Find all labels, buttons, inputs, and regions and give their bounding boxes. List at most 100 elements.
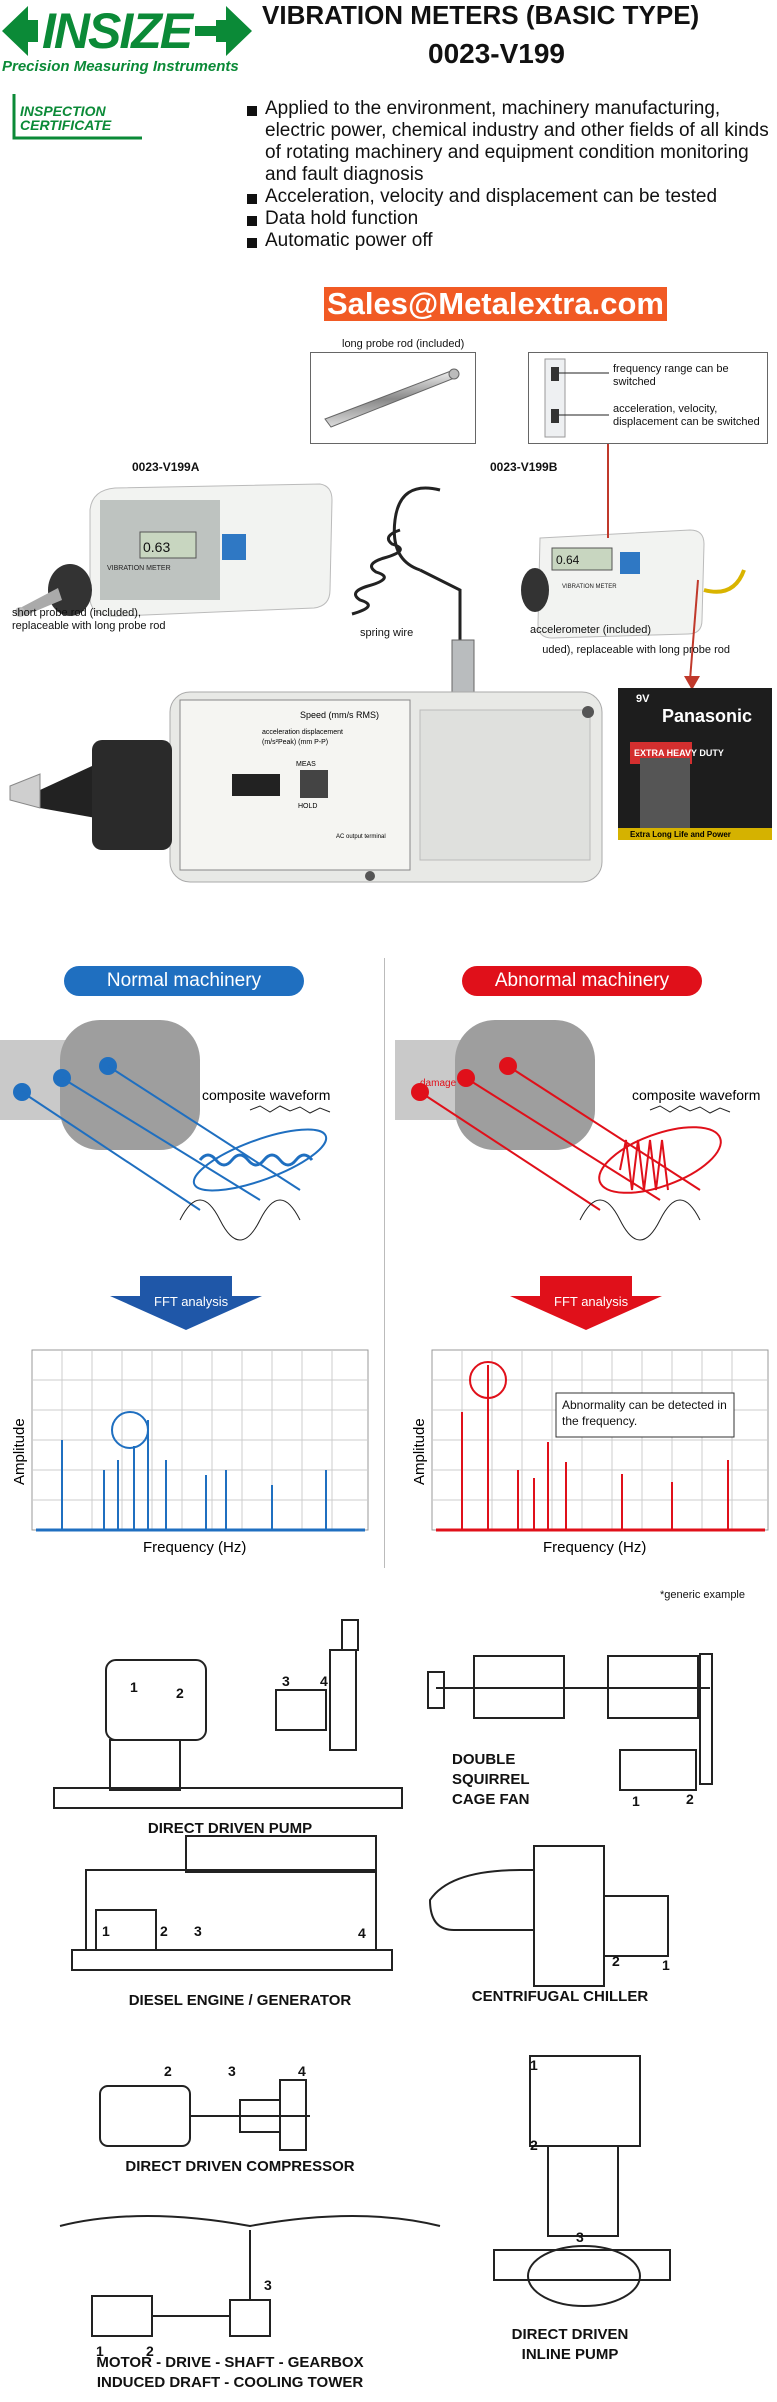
device-a-label: VIBRATION METER [107, 565, 171, 572]
damage-label: damage [420, 1078, 457, 1089]
label-inline-pump: INLINE PUMP [521, 2346, 619, 2363]
abnormality-note: Abnormality can be detected in the frequ… [562, 1398, 727, 1428]
abnormal-amplitude-label: Amplitude [411, 1418, 428, 1485]
battery-type: EXTRA HEAVY DUTY [634, 748, 724, 758]
spring-wire-label: spring wire [360, 627, 414, 639]
panel-units-label: (m/s²Peak) (mm P-P) [262, 739, 328, 746]
pump-point-1: 1 [130, 1679, 138, 1695]
centrifugal-chiller [428, 1845, 669, 1987]
device-b-label: VIBRATION METER [562, 584, 617, 590]
abnormal-spectrum-peaks [461, 1365, 729, 1530]
divider [384, 958, 385, 1568]
device-b-display: 0.64 [556, 553, 580, 567]
direct-driven-inline-pump [493, 2055, 671, 2307]
abnormal-frequency-label: Frequency (Hz) [543, 1539, 646, 1556]
diesel-point-3: 3 [194, 1923, 202, 1939]
sales-email-link[interactable]: Sales@Metalextra.com [324, 287, 667, 321]
normal-amplitude-label: Amplitude [11, 1418, 28, 1485]
model-b-label: 0023-V199B [490, 460, 558, 474]
certificate-frame [12, 94, 142, 140]
label-cooling-tower: INDUCED DRAFT - COOLING TOWER [96, 2374, 364, 2391]
panel-ac-label: AC output terminal [336, 834, 386, 840]
panel-hold-label: HOLD [298, 803, 317, 810]
inline-point-1: 1 [530, 2057, 538, 2073]
product-model: 0023-V199 [428, 38, 566, 69]
generic-example-note: *generic example [660, 1589, 745, 1601]
feature-item: Applied to the environment, machinery ma… [245, 98, 771, 186]
abnormal-machinery-title: Abnormal machinery [462, 966, 702, 996]
device-b [521, 529, 746, 639]
fan-point-2: 2 [686, 1791, 694, 1807]
device-a-display: 0.63 [143, 539, 170, 555]
insize-logo: INSIZE [2, 2, 252, 60]
normal-spectrum-peaks [61, 1420, 327, 1530]
fft-comparison-illustration: composite waveform composite waveform da… [0, 1020, 769, 1556]
fan-point-1: 1 [632, 1793, 640, 1809]
direct-driven-pump [53, 1619, 403, 1809]
freq-switch-label: frequency range can be switched [613, 363, 729, 388]
tower-point-3: 3 [264, 2277, 272, 2293]
normal-composite-label: composite waveform [202, 1087, 330, 1103]
device-a [15, 483, 333, 617]
abnormal-fft-label: FFT analysis [554, 1294, 629, 1309]
brand-tagline: Precision Measuring Instruments [2, 58, 239, 75]
label-direct-driven: DIRECT DRIVEN [511, 2326, 629, 2343]
product-title: VIBRATION METERS (BASIC TYPE) [262, 0, 700, 30]
label-squirrel-cage-fan: DOUBLE SQUIRREL CAGE FAN [452, 1751, 530, 1808]
normal-fft-label: FFT analysis [154, 1294, 229, 1309]
probe-rod-image [324, 368, 460, 428]
cooling-tower-drive [59, 2215, 441, 2337]
certificate-line-1: INSPECTION [20, 103, 106, 119]
diesel-point-2: 2 [160, 1923, 168, 1939]
abnormal-peak-marker [469, 1361, 507, 1399]
compressor-point-4: 4 [298, 2063, 306, 2079]
label-diesel-engine: DIESEL ENGINE / GENERATOR [128, 1992, 352, 2009]
accelerometer [451, 639, 475, 701]
normal-peak-marker [111, 1411, 149, 1449]
long-probe-photo [310, 352, 476, 444]
abnormal-spectrum-grid [431, 1349, 769, 1531]
label-centrifugal-chiller: CENTRIFUGAL CHILLER [471, 1988, 649, 2005]
b-probe-label: uded), replaceable with long probe rod [542, 644, 730, 656]
label-direct-driven-compressor: DIRECT DRIVEN COMPRESSOR [125, 2158, 355, 2175]
abnormal-composite-label: composite waveform [632, 1087, 760, 1103]
short-probe-label: short probe rod (included), replaceable … [12, 607, 166, 632]
chiller-point-2: 2 [612, 1953, 620, 1969]
tower-point-1: 1 [96, 2343, 104, 2359]
model-a-label: 0023-V199A [132, 460, 200, 474]
pump-point-4: 4 [320, 1673, 328, 1689]
compressor-point-3: 3 [228, 2063, 236, 2079]
compressor-point-2: 2 [164, 2063, 172, 2079]
switch-detail-image [544, 358, 609, 438]
chiller-point-1: 1 [662, 1957, 670, 1973]
inspection-certificate-badge: INSPECTION CERTIFICATE [2, 90, 152, 142]
large-meter [9, 691, 603, 883]
feature-list: Applied to the environment, machinery ma… [245, 98, 771, 252]
normal-fft-arrow [110, 1276, 262, 1330]
normal-machinery-title: Normal machinery [64, 966, 304, 996]
battery-tagline: Extra Long Life and Power [630, 830, 731, 839]
normal-frequency-label: Frequency (Hz) [143, 1539, 246, 1556]
abnormal-fft-arrow [510, 1276, 662, 1330]
abnormal-machine [395, 1020, 731, 1241]
panel-speed-label: Speed (mm/s RMS) [300, 710, 379, 720]
label-direct-driven-pump: DIRECT DRIVEN PUMP [147, 1820, 313, 1837]
inline-point-3: 3 [576, 2229, 584, 2245]
spring-wire [351, 486, 462, 640]
applications-illustrations: 1 2 3 4 1 2 1 2 3 4 2 1 2 3 4 3 1 2 1 2 … [53, 1619, 713, 2359]
panel-accel-label: acceleration displacement [262, 729, 343, 736]
battery-brand: Panasonic [662, 706, 752, 726]
battery [618, 688, 772, 840]
normal-machine [0, 1020, 331, 1241]
double-squirrel-cage-fan [427, 1653, 713, 1791]
label-motor-drive: MOTOR - DRIVE - SHAFT - GEARBOX [96, 2354, 364, 2371]
direct-driven-compressor [99, 2079, 310, 2151]
brand-name: INSIZE [38, 2, 196, 60]
certificate-line-2: CERTIFICATE [20, 117, 112, 133]
feature-item: Automatic power off [245, 230, 771, 252]
accelerometer-label: accelerometer (included) [530, 624, 652, 636]
feature-item: Data hold function [245, 208, 771, 230]
tower-point-2: 2 [146, 2343, 154, 2359]
product-photo-illustration: 9V Panasonic EXTRA HEAVY DUTY Extra Long… [9, 444, 772, 883]
pump-point-3: 3 [282, 1673, 290, 1689]
